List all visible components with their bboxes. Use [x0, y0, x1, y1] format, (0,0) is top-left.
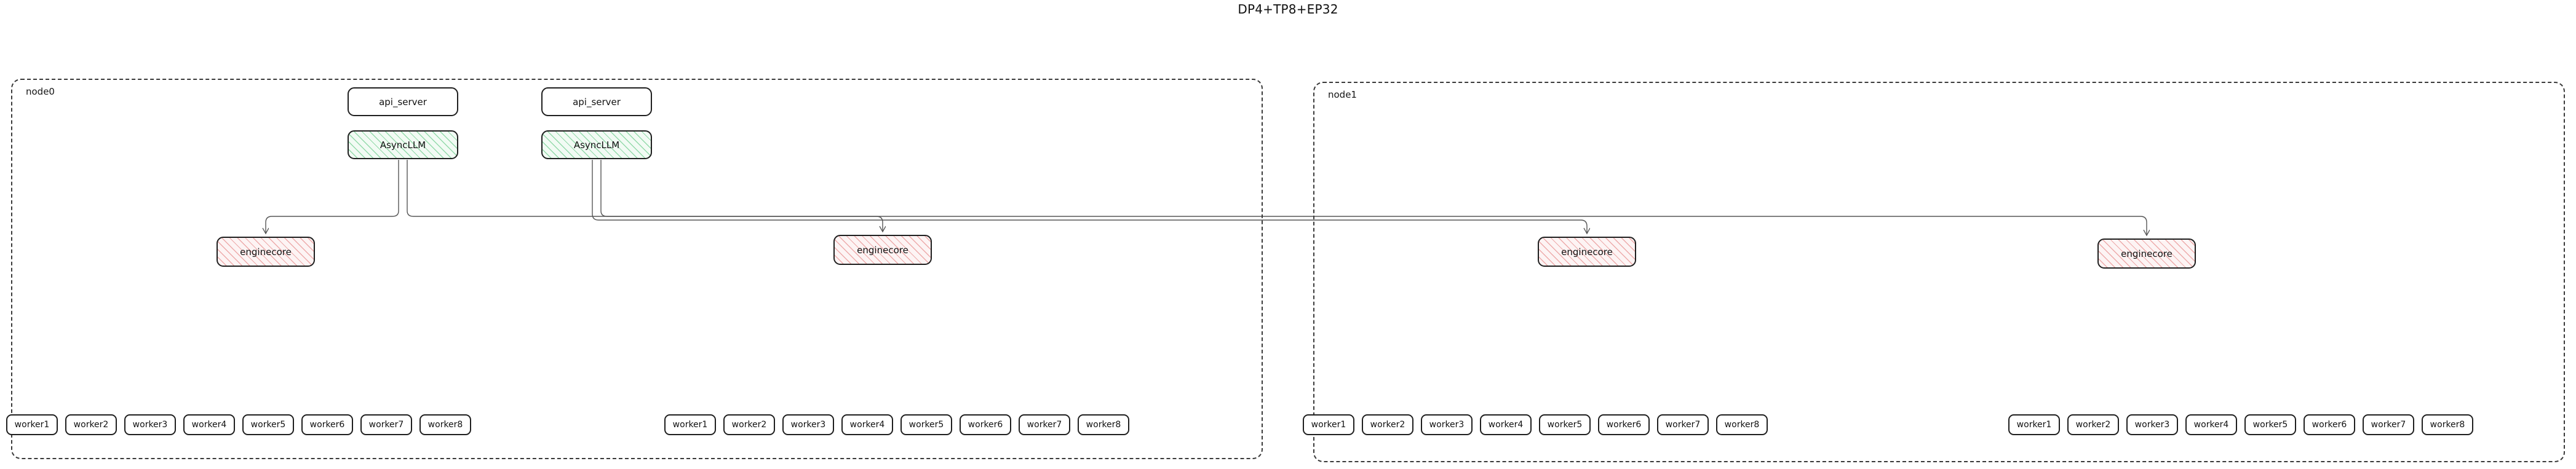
box-n0-async1[interactable]: AsyncLLM	[348, 130, 458, 159]
box-label-n0-api2: api_server	[573, 96, 621, 108]
worker-label: worker2	[731, 420, 767, 430]
worker-label: worker1	[2016, 420, 2052, 430]
worker-label: worker7	[1027, 420, 1062, 430]
worker-box-n0-ec1-workers-worker8[interactable]: worker8	[419, 414, 471, 435]
worker-box-n1-ec2-workers-worker2[interactable]: worker2	[2067, 414, 2119, 435]
worker-label: worker3	[2134, 420, 2170, 430]
box-n1-ec2[interactable]: enginecore	[2097, 238, 2196, 269]
worker-box-n1-ec1-workers-worker7[interactable]: worker7	[1657, 414, 1709, 435]
worker-label: worker2	[2075, 420, 2111, 430]
worker-box-n1-ec2-workers-worker1[interactable]: worker1	[2008, 414, 2060, 435]
worker-box-n1-ec1-workers-worker5[interactable]: worker5	[1539, 414, 1591, 435]
worker-label: worker6	[309, 420, 345, 430]
node-cluster-node0: node0	[11, 79, 1263, 459]
box-label-n0-api1: api_server	[379, 96, 427, 108]
worker-label: worker4	[2193, 420, 2229, 430]
box-label-n0-async1: AsyncLLM	[380, 139, 426, 151]
worker-label: worker1	[14, 420, 50, 430]
worker-box-n1-ec1-workers-worker8[interactable]: worker8	[1716, 414, 1768, 435]
box-n0-ec2[interactable]: enginecore	[833, 235, 932, 265]
box-n0-api1[interactable]: api_server	[348, 87, 458, 116]
worker-label: worker6	[2312, 420, 2347, 430]
worker-box-n0-ec1-workers-worker2[interactable]: worker2	[65, 414, 117, 435]
worker-label: worker8	[1086, 420, 1121, 430]
worker-label: worker4	[191, 420, 227, 430]
worker-label: worker7	[368, 420, 404, 430]
worker-label: worker4	[849, 420, 885, 430]
node-cluster-node1: node1	[1313, 82, 2565, 462]
worker-box-n1-ec2-workers-worker5[interactable]: worker5	[2244, 414, 2296, 435]
worker-box-n1-ec1-workers-worker6[interactable]: worker6	[1598, 414, 1650, 435]
worker-box-n1-ec1-workers-worker3[interactable]: worker3	[1421, 414, 1473, 435]
worker-box-n0-ec1-workers-worker5[interactable]: worker5	[242, 414, 294, 435]
worker-box-n1-ec1-workers-worker2[interactable]: worker2	[1362, 414, 1413, 435]
box-label-n0-ec2: enginecore	[857, 244, 908, 256]
box-label-n0-ec1: enginecore	[240, 246, 292, 258]
box-label-n1-ec1: enginecore	[1561, 246, 1613, 258]
worker-label: worker8	[427, 420, 463, 430]
box-n0-ec1[interactable]: enginecore	[217, 237, 315, 267]
box-label-n1-ec2: enginecore	[2121, 248, 2173, 259]
worker-box-n0-ec1-workers-worker1[interactable]: worker1	[6, 414, 58, 435]
box-label-n0-async2: AsyncLLM	[573, 139, 620, 151]
worker-box-n1-ec2-workers-worker4[interactable]: worker4	[2185, 414, 2237, 435]
worker-label: worker4	[1488, 420, 1524, 430]
worker-label: worker2	[73, 420, 109, 430]
node-cluster-label-node0: node0	[26, 86, 55, 97]
worker-label: worker3	[1429, 420, 1465, 430]
worker-box-n0-ec2-workers-worker6[interactable]: worker6	[960, 414, 1011, 435]
worker-label: worker2	[1370, 420, 1405, 430]
worker-box-n0-ec1-workers-worker3[interactable]: worker3	[124, 414, 176, 435]
worker-label: worker3	[790, 420, 826, 430]
box-n0-async2[interactable]: AsyncLLM	[541, 130, 652, 159]
worker-label: worker5	[908, 420, 944, 430]
worker-label: worker5	[250, 420, 286, 430]
worker-label: worker1	[672, 420, 708, 430]
page-title: DP4+TP8+EP32	[1238, 2, 1338, 17]
worker-box-n0-ec2-workers-worker4[interactable]: worker4	[841, 414, 893, 435]
worker-box-n0-ec1-workers-worker6[interactable]: worker6	[301, 414, 353, 435]
worker-box-n1-ec2-workers-worker8[interactable]: worker8	[2422, 414, 2473, 435]
node-cluster-label-node1: node1	[1328, 89, 1357, 100]
worker-label: worker5	[2252, 420, 2288, 430]
worker-box-n0-ec2-workers-worker5[interactable]: worker5	[900, 414, 952, 435]
worker-box-n0-ec2-workers-worker2[interactable]: worker2	[723, 414, 775, 435]
worker-label: worker8	[1724, 420, 1760, 430]
worker-label: worker7	[1665, 420, 1701, 430]
worker-label: worker7	[2371, 420, 2406, 430]
worker-label: worker3	[132, 420, 168, 430]
worker-box-n0-ec2-workers-worker1[interactable]: worker1	[664, 414, 716, 435]
box-n0-api2[interactable]: api_server	[541, 87, 652, 116]
worker-label: worker6	[1606, 420, 1642, 430]
worker-label: worker6	[968, 420, 1003, 430]
worker-label: worker5	[1547, 420, 1583, 430]
worker-box-n1-ec2-workers-worker7[interactable]: worker7	[2363, 414, 2414, 435]
worker-box-n0-ec2-workers-worker3[interactable]: worker3	[782, 414, 834, 435]
worker-box-n1-ec2-workers-worker3[interactable]: worker3	[2126, 414, 2178, 435]
box-n1-ec1[interactable]: enginecore	[1538, 237, 1636, 267]
worker-box-n0-ec1-workers-worker4[interactable]: worker4	[183, 414, 235, 435]
worker-box-n0-ec2-workers-worker8[interactable]: worker8	[1078, 414, 1129, 435]
worker-box-n1-ec1-workers-worker4[interactable]: worker4	[1480, 414, 1532, 435]
worker-label: worker1	[1311, 420, 1346, 430]
worker-box-n1-ec1-workers-worker1[interactable]: worker1	[1303, 414, 1354, 435]
worker-label: worker8	[2430, 420, 2465, 430]
worker-box-n0-ec1-workers-worker7[interactable]: worker7	[360, 414, 412, 435]
worker-box-n0-ec2-workers-worker7[interactable]: worker7	[1019, 414, 1070, 435]
worker-box-n1-ec2-workers-worker6[interactable]: worker6	[2304, 414, 2355, 435]
